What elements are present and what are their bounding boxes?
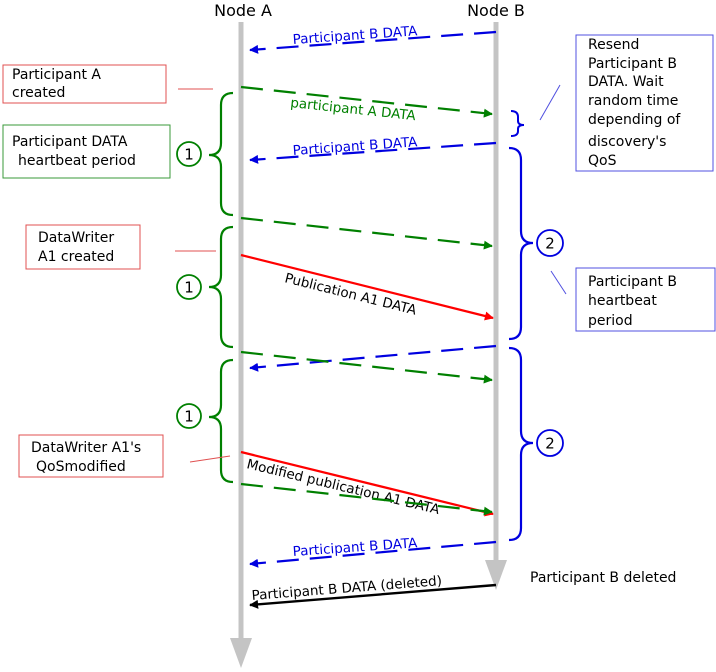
message-participant-a-data-repeat-3 — [240, 482, 493, 516]
note-resend-line-5: depending of — [588, 112, 681, 128]
note-participant-data-heartbeat-line-1: Participant DATA — [12, 134, 128, 150]
note-participant-a-created-line-1: Participant A — [12, 67, 101, 83]
lifeline-b-arrowhead — [485, 560, 507, 590]
period-marker-1b: 1 — [176, 274, 202, 300]
brace-heartbeat-2 — [208, 225, 234, 349]
message-modified-publication-a1 — [240, 450, 494, 517]
message-participant-b-data-2 — [249, 141, 497, 164]
lifeline-a-arrowhead — [230, 638, 252, 668]
brace-participant-b-heartbeat-1 — [508, 146, 534, 341]
note-participant-b-heartbeat-line-3: period — [588, 313, 633, 329]
period-marker-2a-label: 2 — [545, 235, 555, 253]
message-participant-b-data-3 — [249, 540, 497, 568]
note-resend-line-4: random time — [588, 93, 678, 109]
node-b-title: Node B — [467, 1, 525, 20]
label-participant-b-deleted-data: Participant B DATA (deleted) — [251, 573, 442, 604]
message-publication-a1 — [240, 253, 494, 321]
note-resend-line-6: discovery's — [588, 134, 666, 150]
brace-heartbeat-1 — [208, 91, 234, 217]
label-participant-b-data-3: Participant B DATA — [292, 535, 418, 560]
label-participant-b-data-1: Participant B DATA — [292, 23, 418, 48]
brace-resend-random — [510, 110, 525, 137]
note-resend-participant-b: Resend Participant B DATA. Wait random t… — [539, 34, 714, 172]
note-participant-b-deleted: Participant B deleted — [530, 570, 676, 586]
note-participant-b-heartbeat-line-1: Participant B — [588, 274, 677, 290]
period-marker-2a: 2 — [536, 229, 564, 257]
lifeline-node-b — [485, 22, 507, 590]
note-datawriter-a1-created-line-1: DataWriter — [38, 230, 114, 246]
note-participant-b-heartbeat: Participant B heartbeat period — [550, 267, 716, 332]
note-datawriter-a1-qos-line-2: QoSmodified — [36, 459, 126, 475]
note-resend-line-1: Resend — [588, 37, 639, 53]
period-marker-1a: 1 — [176, 141, 202, 167]
note-resend-line-7: QoS — [588, 153, 617, 169]
note-datawriter-a1-qos: DataWriter A1's QoSmodified — [18, 434, 231, 478]
note-participant-a-created-line-2: created — [12, 85, 65, 101]
connector-resend-participant-b — [539, 84, 561, 121]
note-datawriter-a1-created-line-2: A1 created — [38, 249, 114, 265]
message-participant-b-data-repeat — [249, 344, 497, 372]
period-marker-2b-label: 2 — [545, 435, 555, 453]
message-participant-a-data — [240, 85, 493, 118]
period-marker-1b-label: 1 — [184, 279, 194, 297]
brace-participant-b-heartbeat-2 — [508, 346, 534, 542]
note-resend-line-2: Participant B — [588, 56, 677, 72]
message-participant-a-data-repeat-1 — [240, 216, 493, 250]
period-marker-1a-label: 1 — [184, 146, 194, 164]
note-datawriter-a1-qos-line-1: DataWriter A1's — [31, 440, 141, 456]
node-a-title: Node A — [214, 1, 272, 20]
message-participant-a-data-repeat-2 — [240, 350, 493, 384]
note-participant-b-heartbeat-line-2: heartbeat — [588, 293, 657, 309]
period-marker-1c-label: 1 — [184, 408, 194, 426]
note-datawriter-a1-created: DataWriter A1 created — [25, 224, 216, 270]
note-resend-line-3: DATA. Wait — [588, 74, 664, 90]
label-participant-b-data-2: Participant B DATA — [292, 134, 418, 159]
connector-participant-b-heartbeat — [550, 270, 567, 295]
lifeline-node-a — [230, 22, 252, 668]
connector-datawriter-a1-qos — [189, 455, 231, 463]
period-marker-1c: 1 — [176, 403, 202, 429]
note-participant-a-created: Participant A created — [2, 64, 213, 104]
period-marker-2b: 2 — [536, 429, 564, 457]
brace-heartbeat-3 — [208, 358, 234, 484]
message-participant-b-data-1 — [249, 30, 497, 54]
note-participant-data-heartbeat: Participant DATA heartbeat period — [2, 124, 171, 179]
message-participant-b-deleted-data — [249, 583, 497, 609]
note-participant-data-heartbeat-line-2: heartbeat period — [18, 153, 136, 169]
